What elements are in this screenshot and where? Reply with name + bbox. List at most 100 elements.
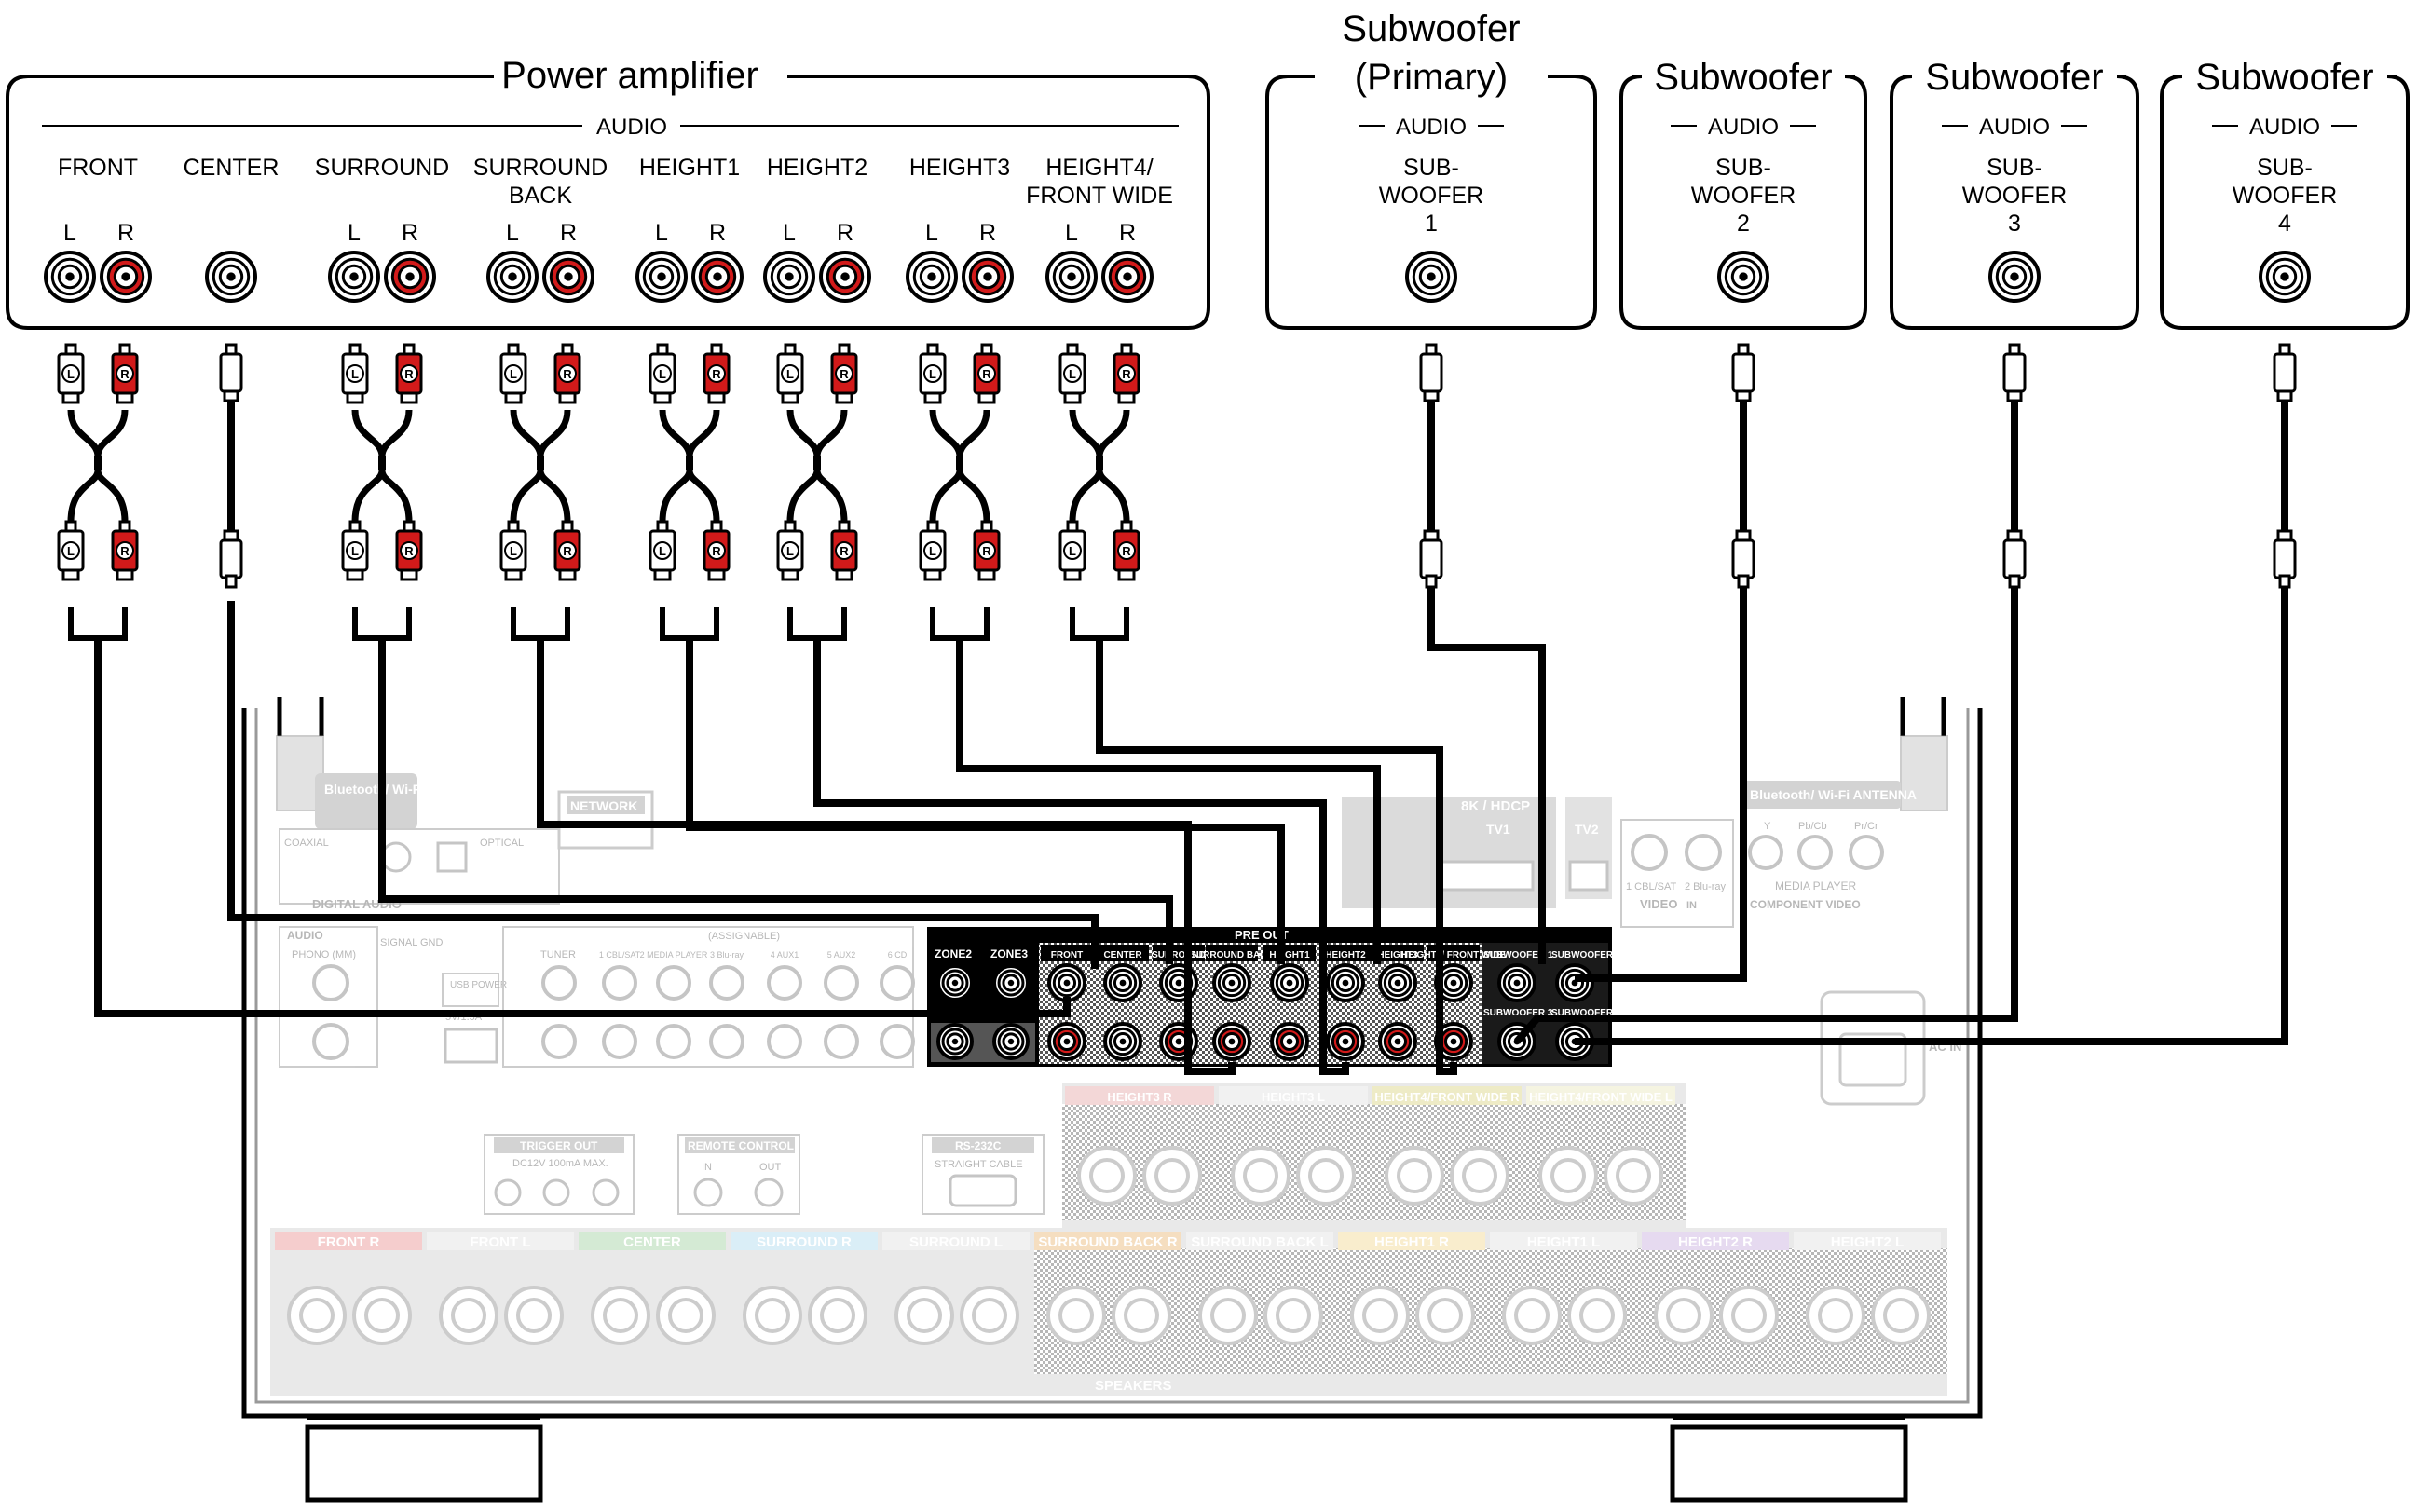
coaxial-label: COAXIAL	[284, 838, 329, 849]
speaker-terminal-label: SURROUND L	[909, 1234, 1003, 1250]
network-label: NETWORK	[570, 798, 637, 813]
speaker-terminal-header	[1034, 1232, 1181, 1250]
preout-jack-right	[1212, 1022, 1251, 1061]
svg-text:R: R	[712, 544, 721, 558]
cable-route-8	[1096, 638, 1457, 1075]
svg-text:R: R	[120, 544, 130, 558]
speaker-terminal-header	[1065, 1086, 1214, 1105]
speaker-binding-post	[1231, 1146, 1290, 1206]
preout-jack-center	[1103, 963, 1142, 1002]
speaker-binding-post	[1415, 1286, 1475, 1345]
speaker-binding-post	[1450, 1146, 1509, 1206]
svg-text:L: L	[1069, 367, 1076, 381]
speaker-binding-post-inner	[1514, 1298, 1550, 1333]
speaker-terminal-label: HEIGHT4/FRONT WIDE R	[1374, 1090, 1520, 1104]
hdmi-label: 8K / HDCP	[1461, 798, 1530, 814]
audio-input-label: 2 MEDIA PLAYER	[640, 950, 708, 960]
right-foot	[1670, 1424, 1908, 1503]
subwoofer-box	[1265, 75, 1597, 330]
svg-text:R: R	[404, 544, 414, 558]
tv1-label: TV1	[1486, 822, 1510, 837]
speaker-binding-post	[1046, 1286, 1106, 1345]
speaker-binding-post	[1077, 1146, 1137, 1206]
svg-text:R: R	[1122, 544, 1131, 558]
speaker-binding-post-inner	[1276, 1298, 1311, 1333]
audio-input-jack	[880, 965, 915, 1001]
rca-plug: R	[111, 343, 139, 404]
amp-left-letter: L	[1065, 220, 1078, 246]
trigger-out-label: TRIGGER OUT	[520, 1139, 598, 1152]
speaker-binding-post	[1538, 1146, 1598, 1206]
subwoofer-label-1: SUB-	[1403, 155, 1459, 181]
amp-left-letter: L	[783, 220, 796, 246]
speaker-terminal-header	[275, 1232, 422, 1250]
svg-text:L: L	[510, 544, 517, 558]
cable-route-7	[956, 638, 1381, 964]
speaker-terminal-label: HEIGHT4/FRONT WIDE L	[1529, 1090, 1673, 1104]
speaker-binding-post-inner	[1462, 1158, 1497, 1193]
speaker-binding-post	[1806, 1286, 1865, 1345]
preout-jack-left	[1378, 963, 1417, 1002]
svg-text:R: R	[1122, 367, 1131, 381]
svg-text:L: L	[351, 544, 359, 558]
audio-in-label: AUDIO	[287, 929, 323, 942]
speaker-terminal-header	[1526, 1086, 1675, 1105]
svg-text:L: L	[929, 367, 936, 381]
speaker-terminal-header	[731, 1232, 878, 1250]
svg-text:L: L	[510, 367, 517, 381]
speaker-binding-post-inner	[1550, 1158, 1586, 1193]
media-player-label: MEDIA PLAYER	[1775, 879, 1856, 892]
usb-power-label: USB POWER	[450, 980, 507, 990]
svg-text:R: R	[840, 367, 849, 381]
amp-right-letter: R	[979, 220, 996, 246]
speaker-binding-post-inner	[1308, 1158, 1344, 1193]
speaker-binding-post-inner	[299, 1298, 335, 1333]
speaker-terminal-header	[1372, 1086, 1522, 1105]
cable-route-3	[378, 638, 1173, 964]
subwoofer-box	[1619, 75, 1867, 330]
preout-label-bg	[1097, 945, 1149, 961]
video-input-2: 2 Blu-ray	[1685, 881, 1727, 892]
preout-label-bg	[1206, 945, 1258, 961]
rca-plug: R	[973, 520, 1001, 581]
speaker-binding-post	[894, 1286, 954, 1345]
svg-text:R: R	[982, 367, 991, 381]
subwoofer-label-1: SUB-	[1715, 155, 1771, 181]
preout-jack-right	[1047, 1022, 1086, 1061]
antenna-right-label: Bluetooth/ Wi-Fi ANTENNA	[1750, 787, 1917, 802]
speaker-binding-post-inner	[1731, 1298, 1767, 1333]
preout-jack-left	[1047, 963, 1086, 1002]
rca-plug: L	[776, 343, 804, 404]
speaker-binding-post-inner	[1154, 1158, 1190, 1193]
rs232-label: RS-232C	[955, 1139, 1002, 1152]
preout-jack-left	[1326, 963, 1365, 1002]
component-pb: Pb/Cb	[1798, 821, 1827, 832]
preout-label-bg	[1372, 945, 1424, 961]
speaker-terminal-header	[1219, 1086, 1368, 1105]
amp-channel-label-line2: FRONT WIDE	[1026, 183, 1173, 209]
preout-channel-label: HEIGHT1	[1269, 950, 1310, 960]
mono-cable-sub4	[2273, 343, 2297, 589]
left-foot	[305, 1424, 543, 1503]
preout-jack-right	[1378, 1022, 1417, 1061]
amp-jack-left	[44, 251, 96, 303]
rca-plug: L	[919, 520, 947, 581]
preout-label: PRE OUT	[1235, 928, 1289, 942]
subwoofer-label-1: SUB-	[2257, 155, 2313, 181]
amp-jack-left	[763, 251, 815, 303]
amp-right-letter: R	[560, 220, 577, 246]
preout-sub-jack	[1497, 963, 1536, 1002]
preout-sub1-label: SUBWOOFER 1	[1483, 950, 1553, 960]
audio-input-jack	[824, 1024, 859, 1059]
speaker-terminal-header	[1338, 1232, 1485, 1250]
subwoofer-label-2: WOOFER	[1962, 183, 2068, 209]
tuner-jack	[541, 965, 577, 1001]
speaker-terminal-header	[882, 1232, 1030, 1250]
svg-text:L: L	[67, 367, 75, 381]
amp-jack-right	[1101, 251, 1154, 303]
